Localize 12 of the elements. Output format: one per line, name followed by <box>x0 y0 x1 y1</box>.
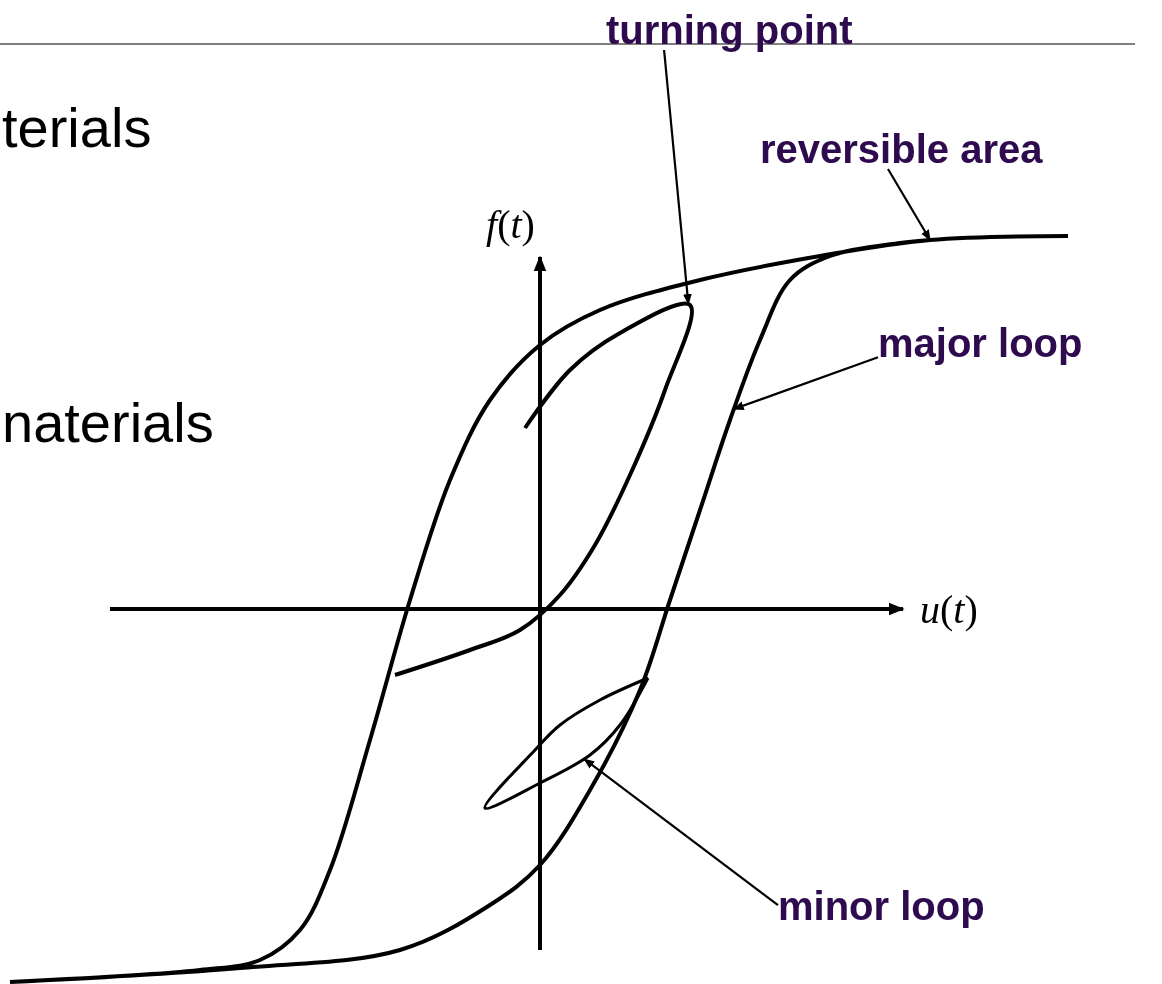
callout-label: major loop <box>878 323 1083 363</box>
axis-label: u(t) <box>920 590 978 630</box>
axis-label: f(t) <box>486 205 535 245</box>
leader-line <box>583 758 779 907</box>
callout-label: turning point <box>606 10 853 50</box>
cut-off-text: naterials <box>2 395 214 451</box>
callout-label: minor loop <box>778 886 985 926</box>
cut-off-text: terials <box>2 100 152 156</box>
leader-line <box>887 168 932 241</box>
callout-label: reversible area <box>760 129 1043 169</box>
leader-line <box>663 49 692 306</box>
leader-line <box>732 356 879 411</box>
